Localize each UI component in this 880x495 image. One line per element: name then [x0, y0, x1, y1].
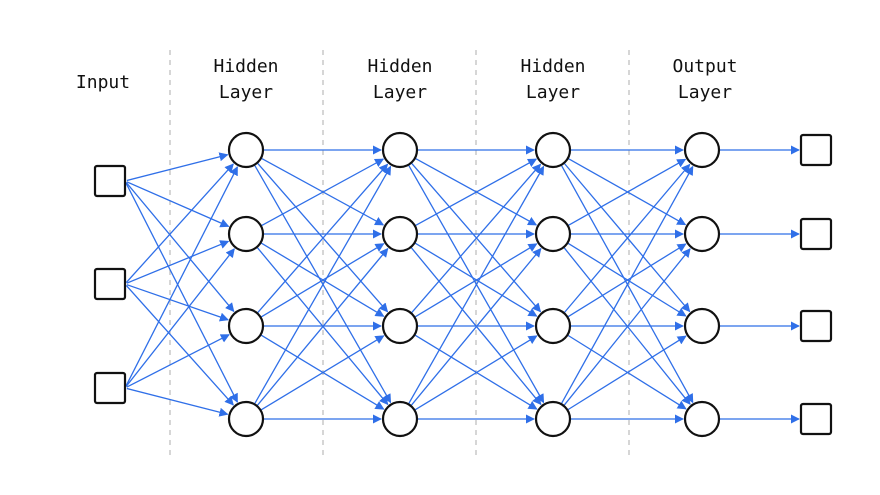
hidden-layer-1-neuron-3: [227, 307, 265, 345]
hidden-layer-3-neuron-4: [534, 400, 572, 438]
edge-input-1-to-h1-3: [125, 182, 235, 313]
hidden-layer-2-neuron-3: [381, 307, 419, 345]
connection-edges: [125, 145, 800, 424]
edge-h1-3-to-h2-4: [260, 334, 385, 410]
result-node-3: [799, 309, 833, 343]
hidden-layer-1-neuron-4: [227, 400, 265, 438]
output-neuron-1: [683, 131, 721, 169]
edge-h3-3-to-output-4: [567, 334, 687, 410]
column-dividers: [169, 50, 630, 455]
edge-h3-3-to-output-2: [567, 243, 687, 318]
edge-h3-3-to-output-1: [563, 163, 691, 314]
output-neuron-4: [683, 400, 721, 438]
edge-h2-1-to-h3-3: [410, 162, 542, 313]
edge-input-2-to-h1-1: [125, 163, 234, 283]
edge-input-1-to-h1-1: [126, 152, 229, 182]
edge-h2-2-to-h3-3: [414, 242, 538, 317]
hidden-layer-1-label-line2: Layer: [219, 82, 273, 103]
input-node-1: [93, 164, 127, 198]
edge-h3-1-to-output-4: [560, 164, 694, 404]
hidden-layer-3-neuron-1: [534, 131, 572, 169]
edge-h2-3-to-h3-2: [414, 243, 538, 318]
edge-input-3-to-h1-2: [125, 248, 235, 387]
hidden-layer-2-label-line1: Hidden: [367, 56, 432, 77]
edge-input-3-to-h1-4: [126, 387, 229, 417]
column-labels: Input Hidden Layer Hidden Layer Hidden L…: [76, 56, 738, 103]
result-node-1: [799, 133, 833, 167]
edge-h1-1-to-h2-4: [253, 164, 392, 404]
edge-h1-3-to-h2-1: [256, 163, 389, 314]
input-node-3: [93, 371, 127, 405]
output-layer-label-line1: Output: [672, 56, 737, 77]
hidden-layer-2-label-line2: Layer: [373, 82, 427, 103]
edge-h3-4-to-output-3: [567, 335, 687, 411]
hidden-layer-2-neuron-4: [381, 400, 419, 438]
edge-h2-3-to-h3-4: [414, 334, 538, 410]
edge-input-1-to-h1-4: [125, 182, 238, 403]
edge-h3-4-to-output-1: [560, 165, 694, 405]
edge-input-2-to-h1-3: [126, 284, 229, 322]
edge-h1-1-to-h2-3: [256, 162, 389, 313]
edge-h3-1-to-output-3: [563, 162, 691, 313]
input-node-2: [93, 267, 127, 301]
output-layer-label-line2: Layer: [678, 82, 732, 103]
hidden-layer-1-label-line1: Hidden: [213, 56, 278, 77]
hidden-layer-3-label-line2: Layer: [526, 82, 580, 103]
edge-input-2-to-h1-2: [126, 240, 230, 284]
edge-h1-4-to-h2-1: [253, 165, 392, 405]
edge-h1-4-to-h2-2: [256, 247, 389, 407]
edge-input-1-to-h1-2: [126, 181, 230, 228]
edge-h1-4-to-h2-3: [260, 335, 385, 411]
edge-h2-4-to-h3-2: [410, 247, 542, 407]
edge-h3-2-to-output-3: [567, 242, 687, 317]
edge-input-3-to-h1-3: [126, 334, 230, 388]
hidden-layer-3-label-line1: Hidden: [520, 56, 585, 77]
edge-h1-2-to-h2-1: [260, 158, 385, 227]
hidden-layer-2-neuron-1: [381, 131, 419, 169]
network-nodes: [93, 131, 833, 438]
edge-input-2-to-h1-4: [125, 285, 234, 406]
edge-h3-4-to-output-2: [563, 248, 691, 407]
hidden-layer-3-neuron-3: [534, 307, 572, 345]
hidden-layer-3-neuron-2: [534, 215, 572, 253]
edge-h3-1-to-output-2: [567, 157, 687, 226]
edge-h2-3-to-h3-1: [410, 163, 542, 314]
hidden-layer-1-neuron-1: [227, 131, 265, 169]
edge-h2-2-to-h3-1: [414, 158, 538, 227]
edge-h2-4-to-h3-3: [414, 335, 538, 411]
edge-input-3-to-h1-1: [125, 166, 238, 387]
edge-h1-2-to-h2-3: [260, 242, 385, 317]
hidden-layer-1-neuron-2: [227, 215, 265, 253]
result-node-4: [799, 402, 833, 436]
hidden-layer-2-neuron-2: [381, 215, 419, 253]
edge-h1-3-to-h2-2: [260, 243, 385, 318]
output-neuron-3: [683, 307, 721, 345]
edge-h3-2-to-output-1: [567, 158, 687, 227]
input-label: Input: [76, 72, 130, 93]
edge-h2-4-to-h3-1: [407, 165, 545, 405]
edge-h2-1-to-h3-4: [407, 164, 545, 404]
edge-h1-1-to-h2-2: [260, 157, 385, 226]
result-node-2: [799, 217, 833, 251]
output-neuron-2: [683, 215, 721, 253]
